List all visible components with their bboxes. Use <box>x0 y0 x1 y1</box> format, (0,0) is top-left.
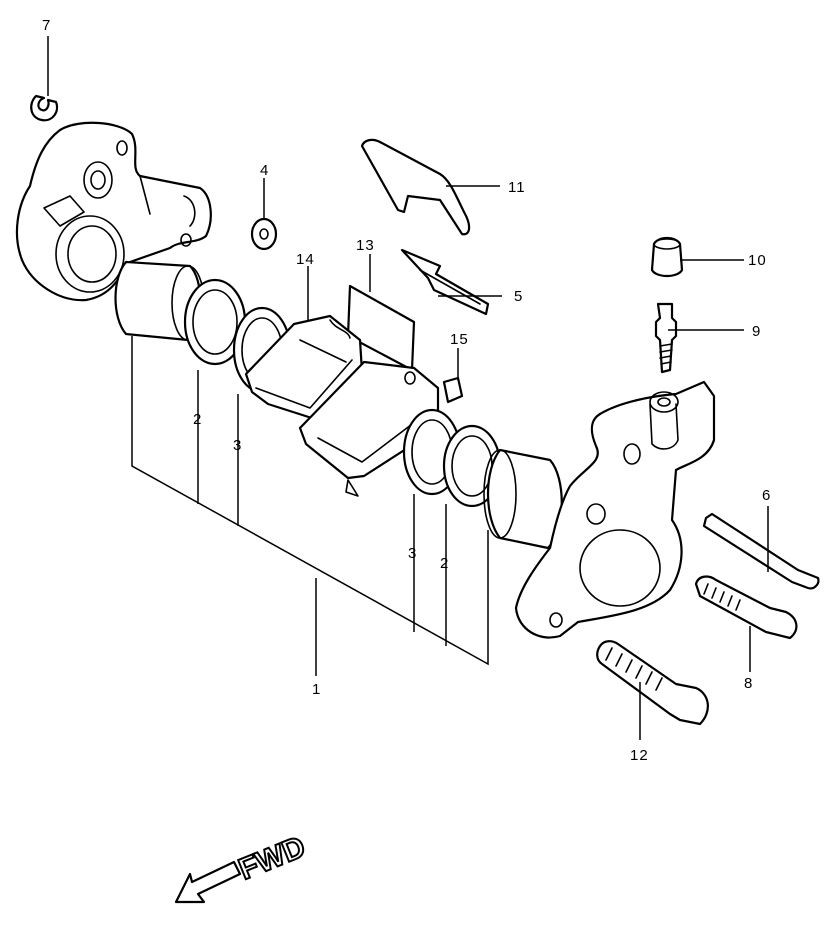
forward-direction-indicator: FWD <box>174 829 311 904</box>
leader-lines <box>47 36 769 740</box>
part-5-spring <box>400 248 490 316</box>
callout-5: 5 <box>514 288 523 305</box>
callout-1: 1 <box>312 681 321 698</box>
callout-6: 6 <box>762 487 771 504</box>
part-9-bleeder <box>654 302 678 374</box>
callout-3-right: 3 <box>408 545 417 562</box>
callout-8: 8 <box>744 675 753 692</box>
callout-7: 7 <box>42 17 51 34</box>
callout-15: 15 <box>450 331 469 348</box>
part-2-seal-left <box>183 278 247 366</box>
part-6-pin <box>702 512 820 590</box>
callout-14: 14 <box>296 251 315 268</box>
part-15-pin <box>442 376 464 404</box>
callout-12: 12 <box>630 747 649 764</box>
callout-numbers: 1 2 2 3 3 4 5 6 7 8 9 10 11 12 13 14 15 <box>42 17 771 764</box>
part-7-clip <box>30 94 59 122</box>
callout-2-right: 2 <box>440 555 449 572</box>
callout-4: 4 <box>260 162 269 179</box>
callout-10: 10 <box>748 252 767 269</box>
caliper-bracket <box>15 121 212 302</box>
callout-3-left: 3 <box>233 437 242 454</box>
part-8-bolt <box>694 575 798 640</box>
piston-right <box>483 448 563 550</box>
callout-13: 13 <box>356 237 375 254</box>
part-10-cap <box>650 236 684 278</box>
part-12-bolt <box>596 640 709 726</box>
forward-arrow-icon <box>174 860 242 904</box>
callout-2-left: 2 <box>193 411 202 428</box>
callout-9: 9 <box>752 323 761 340</box>
part-4-washer <box>250 217 278 251</box>
fwd-label: FWD <box>234 830 310 886</box>
caliper-body <box>514 380 716 639</box>
part-11-clip <box>360 138 471 236</box>
callout-11: 11 <box>508 179 526 196</box>
